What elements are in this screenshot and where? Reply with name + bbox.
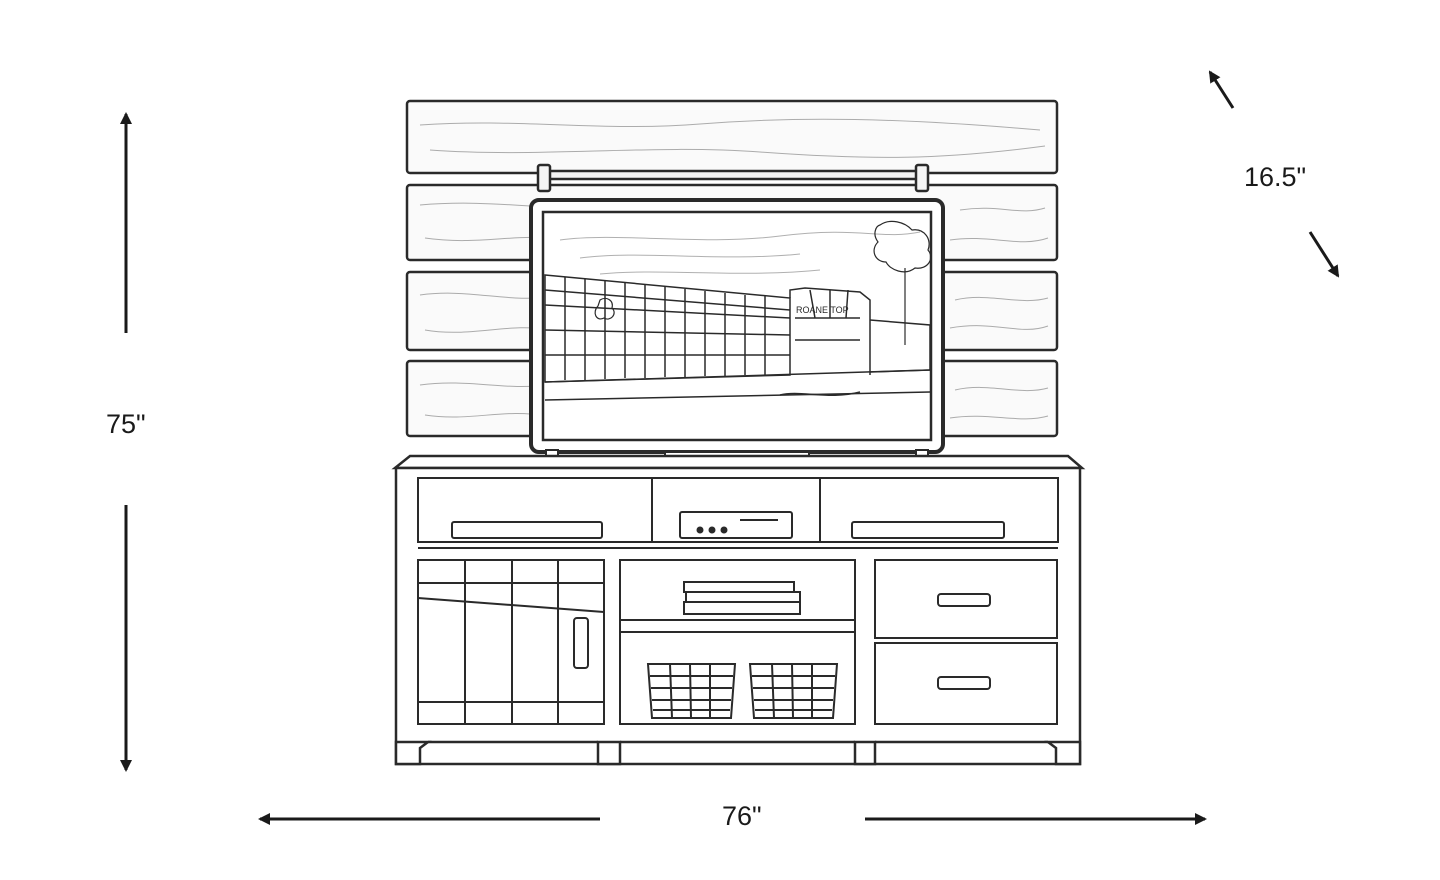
- depth-dimension-label: 16.5": [1244, 162, 1307, 192]
- left-device: [451, 521, 603, 539]
- media-devices: [451, 511, 1005, 539]
- barn-door: [417, 559, 605, 725]
- depth-arrow-up: [1208, 70, 1235, 109]
- tv-picture-sign: ROANE TOP: [796, 305, 849, 315]
- drawer-bottom-handle: [937, 676, 991, 690]
- width-dimension-label: 76": [722, 801, 762, 831]
- depth-arrow-down: [1308, 231, 1340, 278]
- tv-mount: [536, 163, 930, 193]
- center-compartment: [619, 559, 856, 725]
- drawer-top-handle: [937, 593, 991, 607]
- upper-shelf: [417, 477, 1059, 549]
- television: ROANE TOP: [529, 198, 945, 465]
- basket-right: [748, 663, 839, 719]
- plank-top: [405, 99, 1059, 175]
- basket-left: [646, 663, 737, 719]
- right-device: [851, 521, 1005, 539]
- height-dimension-label: 75": [106, 409, 146, 439]
- center-device: [679, 511, 793, 539]
- drawers: [874, 559, 1058, 725]
- dimension-arrows: [120, 70, 1340, 825]
- console-top: [391, 454, 1086, 470]
- tv-screen: [541, 210, 933, 442]
- door-handle: [573, 617, 589, 669]
- tv-picture-building: [544, 274, 931, 401]
